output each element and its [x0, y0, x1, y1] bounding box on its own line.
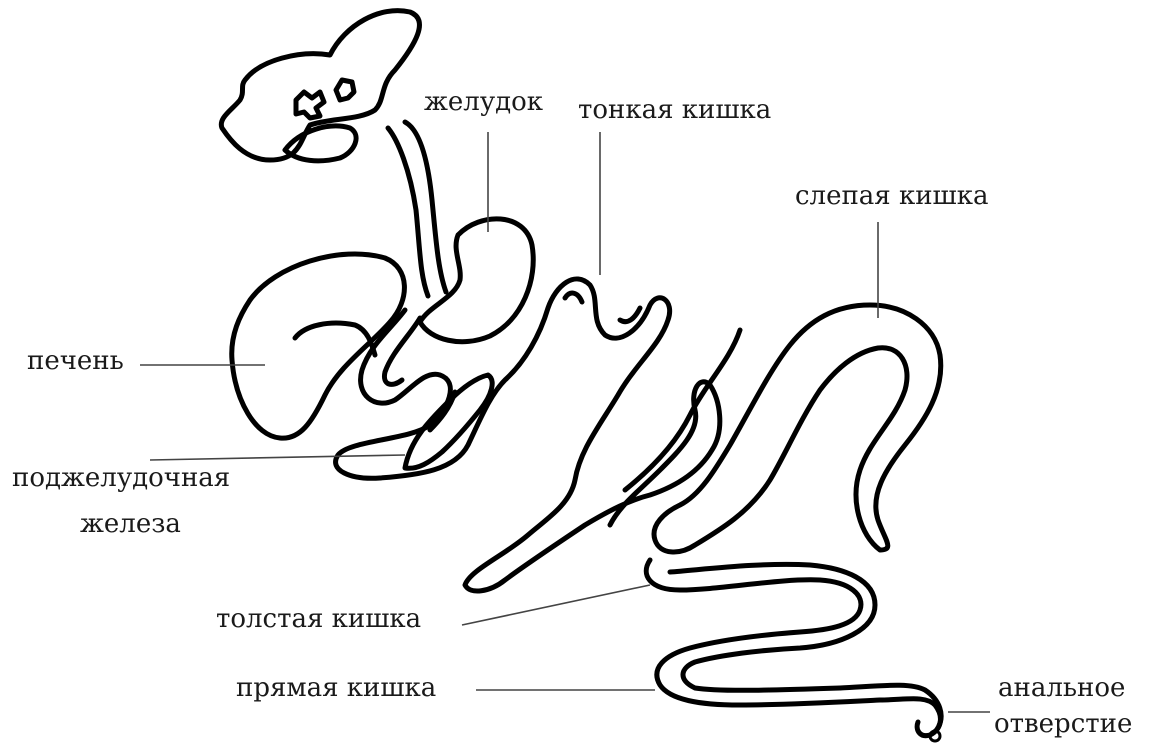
label-pancreas-line1: поджелудочная — [12, 462, 230, 494]
small-intestine-inner — [384, 293, 740, 490]
cecum — [654, 305, 941, 552]
label-large-intestine: толстая кишка — [216, 603, 421, 635]
label-anus-line2: отверстие — [994, 708, 1132, 740]
liver — [232, 254, 405, 438]
rectum — [880, 699, 940, 736]
rectum-inner — [840, 685, 941, 728]
label-small-intestine: тонкая кишка — [578, 94, 771, 126]
large-intestine — [646, 560, 880, 705]
esophagus — [405, 122, 446, 292]
label-liver: печень — [27, 345, 124, 377]
jaw-outline — [285, 126, 356, 161]
small-intestine — [336, 279, 720, 591]
anus — [930, 731, 940, 741]
salivary-gland-2 — [336, 80, 354, 100]
label-stomach: желудок — [424, 86, 543, 118]
leader-pancreas — [150, 455, 405, 460]
head-outline — [221, 11, 419, 160]
label-cecum: слепая кишка — [795, 180, 988, 212]
label-anus-line1: анальное — [998, 672, 1125, 704]
label-rectum: прямая кишка — [236, 672, 436, 704]
label-pancreas-line2: железа — [80, 508, 181, 540]
salivary-gland-1 — [296, 92, 324, 118]
